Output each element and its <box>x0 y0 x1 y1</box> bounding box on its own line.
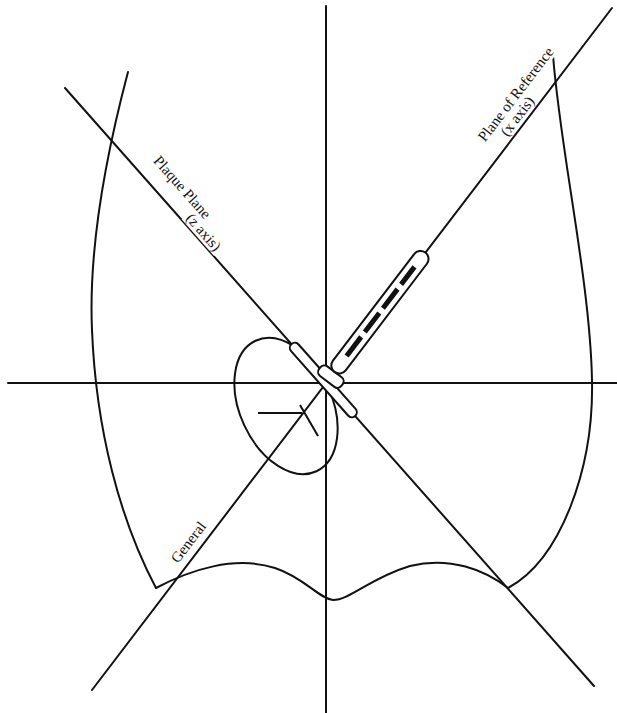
body-outline <box>508 55 592 588</box>
plaque-mark <box>258 412 302 414</box>
reference-plane-line <box>92 8 612 690</box>
applicator-handle <box>328 248 432 377</box>
plaque-face <box>214 321 358 490</box>
radium-sources <box>347 267 415 356</box>
horizontal-axis <box>8 382 617 384</box>
plaque-plane-line <box>65 88 594 686</box>
vertical-axis <box>325 6 327 713</box>
body-outline <box>92 72 156 588</box>
plaque-mark <box>300 405 318 436</box>
axis-label: Plaque Plane <box>149 152 215 223</box>
body-outline <box>156 563 508 600</box>
